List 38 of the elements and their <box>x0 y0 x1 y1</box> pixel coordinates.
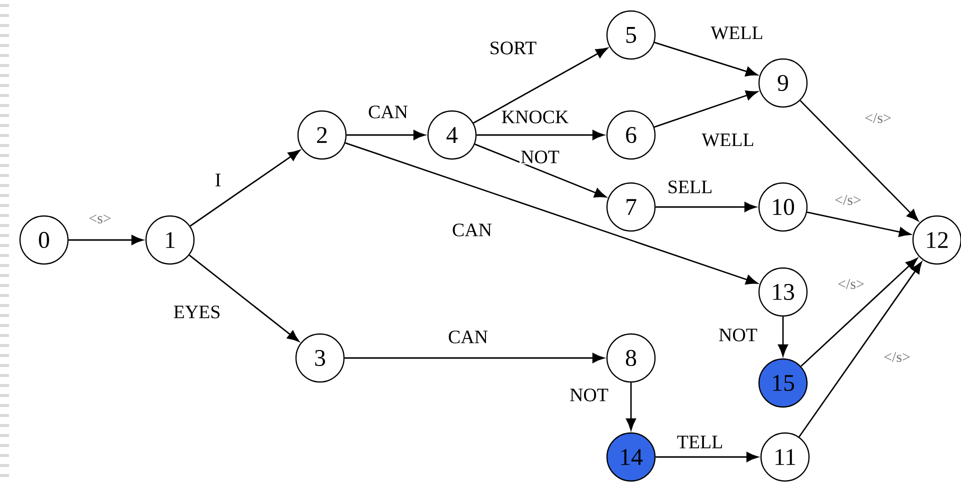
edge-label: NOT <box>568 388 610 402</box>
edge-label: </s> <box>836 278 866 290</box>
arrow <box>188 254 300 342</box>
edge-label: KNOCK <box>500 110 570 124</box>
arrow <box>345 142 758 284</box>
edge-label: WELL <box>700 132 756 148</box>
edge-label: CAN <box>367 104 409 120</box>
edge-label: </s> <box>882 351 912 363</box>
edge-label: NOT <box>520 150 560 164</box>
arrow <box>798 262 922 438</box>
edge-label: I <box>214 172 222 188</box>
arrow <box>474 144 606 198</box>
arrow <box>190 150 300 227</box>
arrow <box>654 90 758 128</box>
arrow <box>656 452 758 462</box>
arrow <box>654 42 758 76</box>
arrow <box>778 316 788 356</box>
arrow <box>68 235 144 245</box>
edge-label: TELL <box>676 434 724 450</box>
arrow <box>806 211 911 237</box>
edge-label: CAN <box>451 222 493 238</box>
arrow <box>346 130 426 140</box>
edge-label: <s> <box>88 214 112 224</box>
arrow <box>473 48 608 124</box>
edge-label: </s> <box>864 112 892 124</box>
edge-label: NOT <box>718 328 758 342</box>
arrow <box>800 100 919 222</box>
edge-label: SORT <box>488 40 538 56</box>
arrow <box>344 353 604 363</box>
edge-label: WELL <box>710 26 764 40</box>
edge-label: SELL <box>666 180 714 194</box>
edge-label: CAN <box>447 330 489 344</box>
edge-label: EYES <box>172 304 222 320</box>
arrow <box>626 382 636 430</box>
arrow <box>800 258 918 367</box>
edge-label: </s> <box>834 194 862 206</box>
arrow <box>476 130 604 140</box>
arrow <box>656 202 756 212</box>
